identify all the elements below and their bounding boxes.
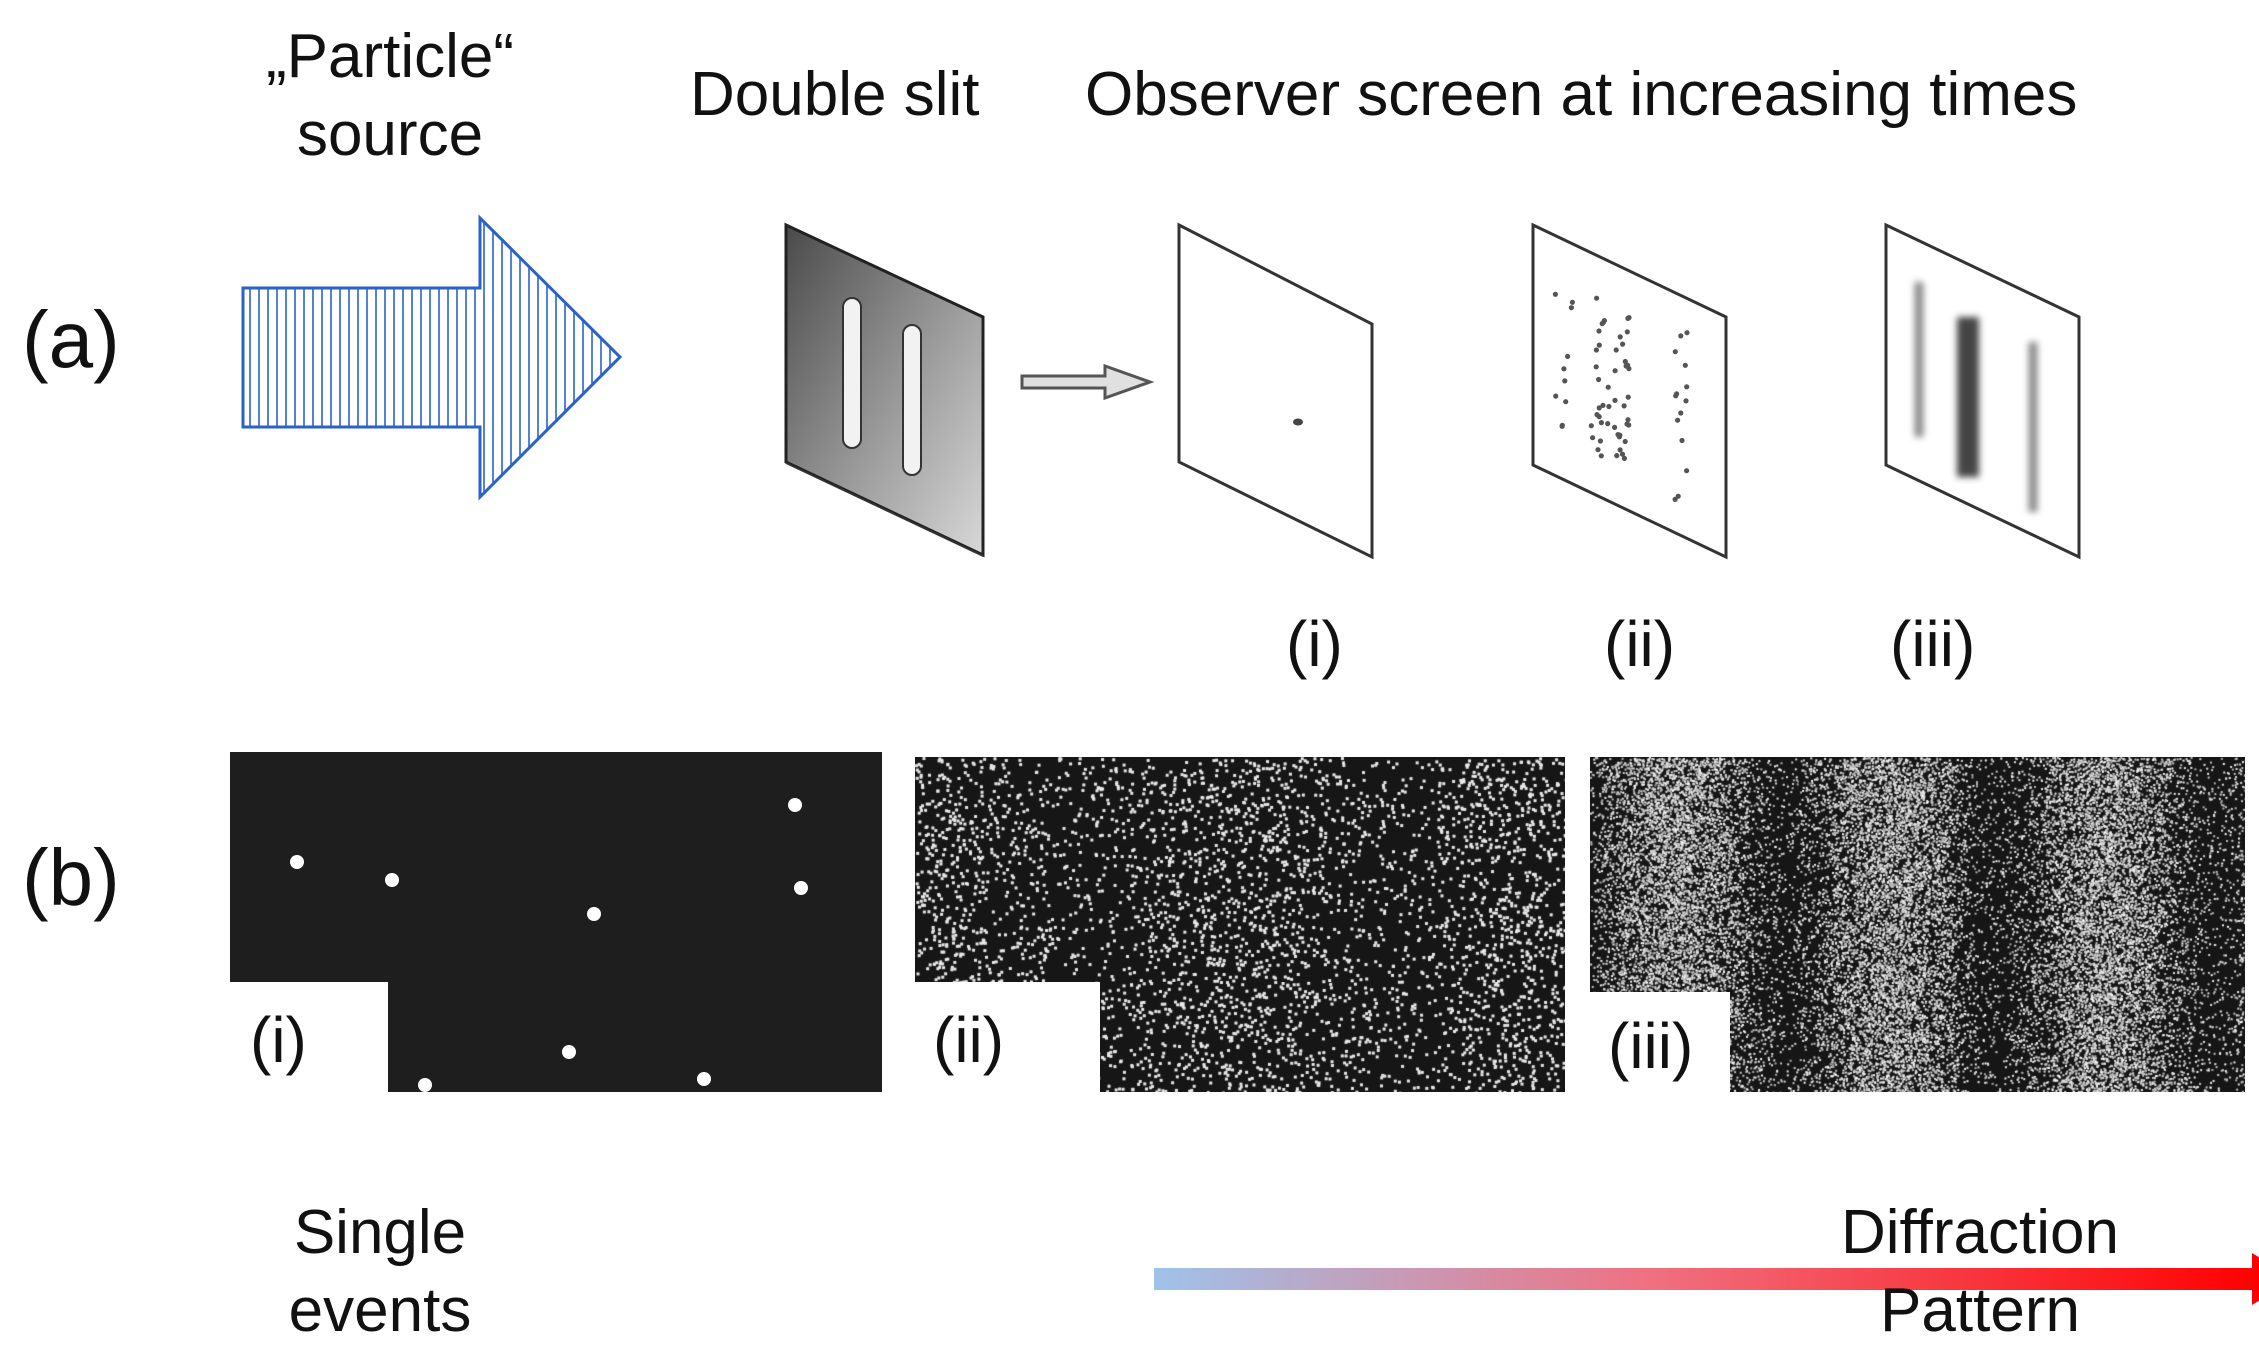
small-direction-arrow xyxy=(1020,363,1155,401)
source-label-line2: source xyxy=(296,99,484,169)
detector-image-i-inset: (i) xyxy=(230,982,388,1092)
diffraction-pattern-line2: Pattern xyxy=(1880,1275,2080,1345)
detector-image-label-ii: (ii) xyxy=(933,1004,1005,1076)
diffraction-pattern-label: Diffraction Pattern xyxy=(1820,1194,2140,1349)
diffraction-pattern-line1: Diffraction xyxy=(1841,1198,2119,1267)
screen-ii-hit-dots xyxy=(1552,291,1690,502)
source-arrow-shape xyxy=(241,214,623,501)
panel-a-letter: (a) xyxy=(22,295,120,384)
source-label-line1: „Particle“ xyxy=(265,22,515,91)
detector-image-ii: (ii) xyxy=(915,757,1565,1092)
observer-screen-ii xyxy=(1531,222,1728,560)
detector-image-iii-inset: (iii) xyxy=(1590,992,1730,1092)
single-hit-dot xyxy=(1293,418,1303,426)
detector-image-iii: (iii) xyxy=(1590,757,2245,1092)
progression-gradient-arrow xyxy=(1154,1253,2259,1305)
double-slit-label: Double slit xyxy=(690,60,980,129)
screen-label-i: (i) xyxy=(1286,608,1343,680)
detector-image-label-i: (i) xyxy=(250,1004,307,1076)
single-events-line1: Single xyxy=(293,1198,467,1267)
slit-right xyxy=(902,324,922,476)
slit-left xyxy=(842,297,862,449)
detector-image-i: (i) xyxy=(230,752,882,1092)
observer-screen-i xyxy=(1177,222,1374,560)
screen-iii-fringes xyxy=(1914,282,2038,512)
source-label: „Particle“ source xyxy=(200,18,580,173)
observer-screen-iii xyxy=(1884,222,2081,560)
screen-label-ii: (ii) xyxy=(1604,608,1676,680)
screen-label-iii: (iii) xyxy=(1890,608,1976,680)
panel-b-letter: (b) xyxy=(22,833,120,922)
observer-screen-label: Observer screen at increasing times xyxy=(1085,60,2078,129)
single-events-label: Single events xyxy=(240,1194,520,1349)
double-slit-plate xyxy=(784,222,985,558)
particle-source-arrow xyxy=(241,214,623,501)
detector-image-ii-inset: (ii) xyxy=(915,982,1100,1092)
detector-image-label-iii: (iii) xyxy=(1608,1010,1694,1082)
single-events-line2: events xyxy=(288,1275,472,1345)
single-event-dots xyxy=(290,798,808,1092)
